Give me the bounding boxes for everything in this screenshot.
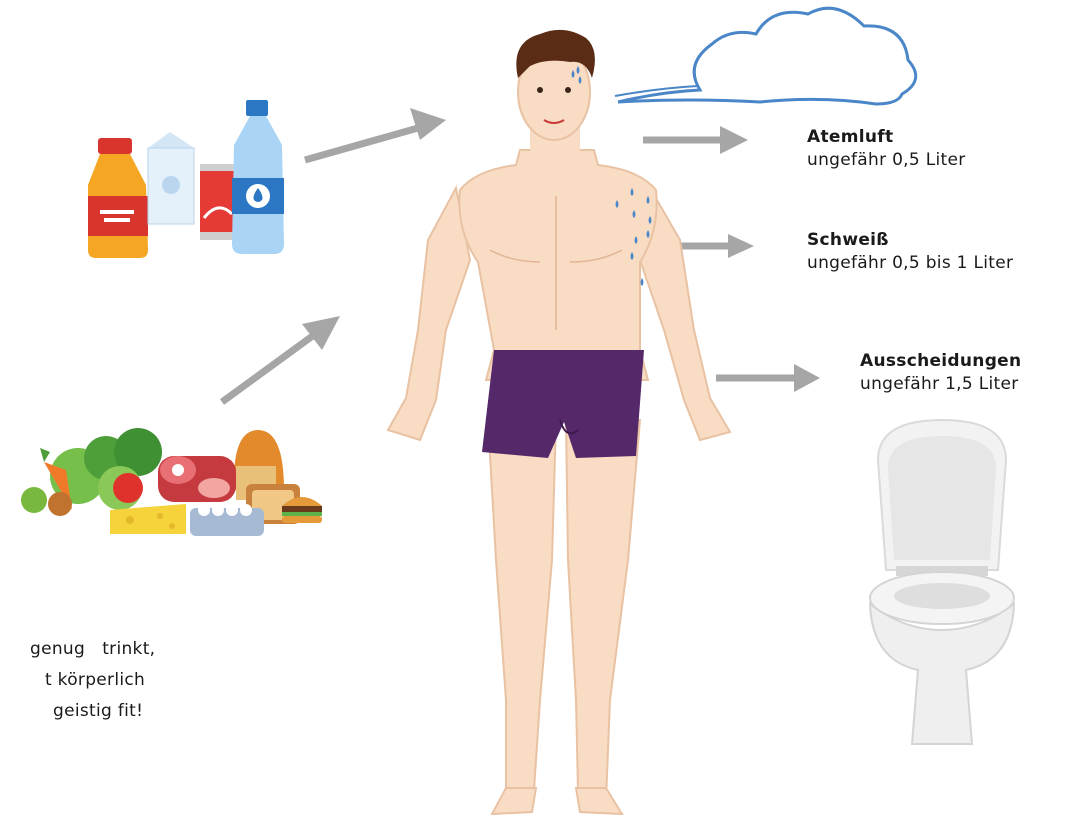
- slogan-text: genug trinkt, t körperlich geistig fit!: [0, 634, 240, 727]
- sweat-label: Schweiß ungefähr 0,5 bis 1 Liter: [807, 229, 1013, 275]
- slogan-line-2: t körperlich: [0, 665, 240, 696]
- food-illustration: [21, 428, 322, 536]
- arrow-breath-out: [643, 126, 748, 154]
- excretion-label: Ausscheidungen ungefähr 1,5 Liter: [860, 350, 1021, 396]
- sweat-amount: ungefähr 0,5 bis 1 Liter: [807, 252, 1013, 275]
- slogan-line-3: geistig fit!: [0, 696, 240, 727]
- excretion-title: Ausscheidungen: [860, 350, 1021, 373]
- breath-amount: ungefähr 0,5 Liter: [807, 149, 966, 172]
- human-body-figure: [388, 30, 730, 814]
- arrow-sweat-out: [680, 234, 754, 258]
- slogan-line-1: genug trinkt,: [0, 634, 240, 665]
- breath-cloud-icon: [615, 8, 916, 104]
- arrow-food-to-body: [222, 316, 340, 402]
- breath-title: Atemluft: [807, 126, 966, 149]
- arrow-drinks-to-body: [305, 108, 446, 160]
- toilet-illustration: [870, 420, 1014, 744]
- drinks-illustration: [88, 100, 284, 258]
- excretion-amount: ungefähr 1,5 Liter: [860, 373, 1021, 396]
- sweat-title: Schweiß: [807, 229, 1013, 252]
- arrow-excretion-out: [716, 364, 820, 392]
- breath-label: Atemluft ungefähr 0,5 Liter: [807, 126, 966, 172]
